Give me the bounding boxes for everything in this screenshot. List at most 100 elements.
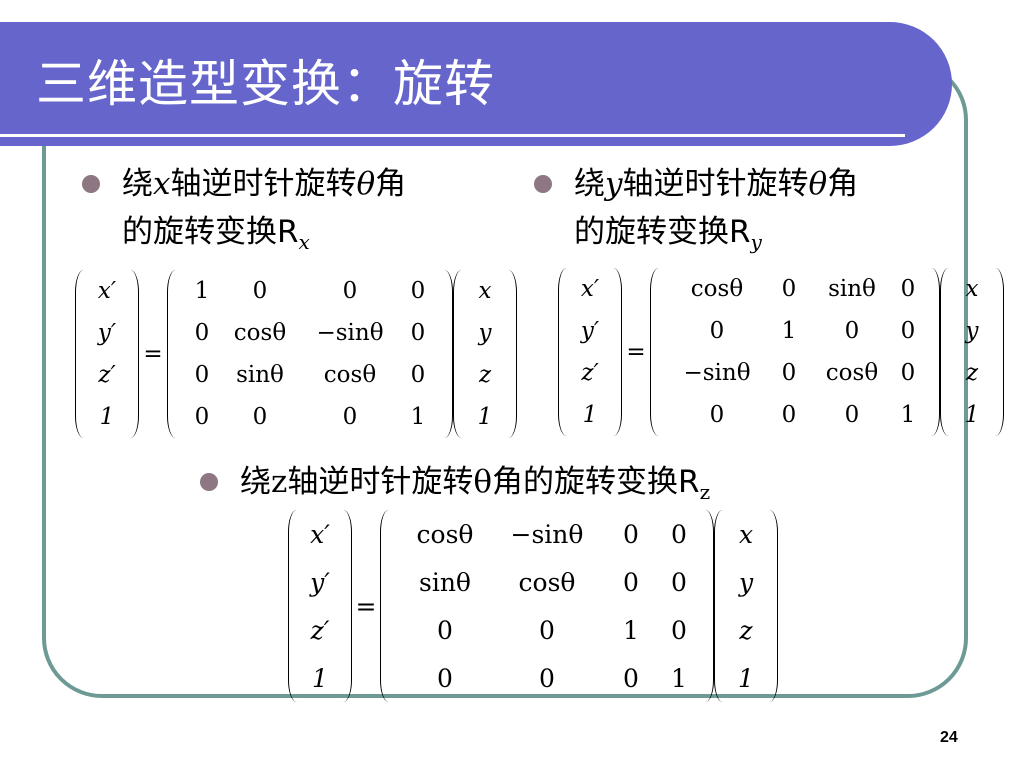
theta-symbol: θ [473, 464, 493, 500]
matrix-cell: cosθ [233, 320, 287, 346]
left-paren [380, 510, 397, 702]
theta-symbol: θ [356, 166, 376, 202]
matrix-cell: sinθ [828, 276, 876, 302]
matrix-cell: x′ [310, 519, 330, 549]
matrix-cell: y [965, 318, 979, 344]
matrix-cell: 1 [582, 402, 598, 428]
matrix-cell: −sinθ [316, 320, 384, 346]
bullet-rotate-z-text: 绕z轴逆时针旋转θ角的旋转变换Rz [240, 458, 710, 516]
matrix-cell: 0 [900, 318, 916, 344]
bullet-text: 角 [827, 166, 859, 202]
matrix-cell: z [478, 362, 492, 388]
matrix-cell: 0 [709, 318, 725, 344]
matrix-cell: z [965, 360, 979, 386]
matrix-cell: cosθ [416, 519, 474, 549]
bullet-rotate-x: 绕x轴逆时针旋转θ角 的旋转变换Rx [82, 160, 406, 266]
matrix-cell: 0 [539, 615, 555, 645]
bullet-text: 轴逆时针旋转 [170, 166, 357, 202]
matrix-cell: 0 [342, 278, 358, 304]
left-paren [714, 510, 731, 702]
matrix-cell: 0 [342, 404, 358, 430]
matrix-cell: 1 [964, 402, 980, 428]
right-paren [761, 510, 778, 702]
matrix-cell: 1 [781, 318, 797, 344]
right-paren [923, 268, 940, 436]
matrix: x′ y′ z′ 1 [75, 270, 139, 438]
matrix-cell: x′ [97, 278, 117, 304]
matrix-cell: 0 [539, 663, 555, 693]
matrix-cell: 0 [194, 320, 210, 346]
theta-symbol: θ [808, 166, 828, 202]
matrix-cell: 0 [781, 360, 797, 386]
matrix-cell: x′ [580, 276, 600, 302]
matrix-cell: 0 [194, 404, 210, 430]
title-underline [0, 134, 905, 137]
matrix-cell: z′ [581, 360, 599, 386]
matrix: x′y′z′1 [288, 510, 352, 702]
axis-symbol: y [605, 166, 623, 202]
left-paren [558, 268, 575, 436]
axis-symbol: z [271, 464, 288, 500]
left-paren [650, 268, 667, 436]
matrix-cell: 0 [194, 362, 210, 388]
bullet-dot-icon [534, 175, 552, 193]
matrix-cell: 1 [99, 404, 115, 430]
matrix-cell: x [478, 278, 492, 304]
matrix-cell: 1 [671, 663, 687, 693]
matrix-cell: cosθ [690, 276, 744, 302]
matrix-cell: 1 [477, 404, 493, 430]
bullet-text: 的旋转变换R [574, 214, 751, 250]
left-paren [288, 510, 305, 702]
matrix-cell: −sinθ [683, 360, 751, 386]
left-paren [453, 270, 470, 438]
matrix-cell: cosθ [825, 360, 879, 386]
matrix-cell: 0 [623, 567, 639, 597]
matrix-cell: 0 [781, 402, 797, 428]
matrix-cell: 1 [623, 615, 639, 645]
matrix-cell: 1 [410, 404, 426, 430]
right-paren [436, 270, 453, 438]
matrix-cell: 0 [671, 567, 687, 597]
matrix-cell: 0 [844, 318, 860, 344]
matrix-cell: 0 [623, 663, 639, 693]
bullet-text: 的旋转变换R [122, 214, 299, 250]
matrix-cell: 0 [410, 362, 426, 388]
matrix-cell: z′ [310, 615, 330, 645]
left-paren [940, 268, 957, 436]
matrix-cell: 1 [194, 278, 210, 304]
axis-symbol: x [153, 166, 171, 202]
matrix-cell: 0 [709, 402, 725, 428]
matrix-cell: sinθ [419, 567, 471, 597]
equals-sign: = [355, 591, 377, 621]
bullet-rotate-x-text: 绕x轴逆时针旋转θ角 的旋转变换Rx [122, 160, 406, 266]
matrix-cell: 1 [738, 663, 754, 693]
matrix-cell: 0 [410, 320, 426, 346]
matrix-cell: 0 [900, 360, 916, 386]
matrix: x′y′z′1 [558, 268, 622, 436]
bullet-rotate-z: 绕z轴逆时针旋转θ角的旋转变换Rz [200, 458, 710, 516]
subscript: z [699, 480, 711, 504]
matrix-cell: 1 [900, 402, 916, 428]
bullet-rotate-y: 绕y轴逆时针旋转θ角 的旋转变换Ry [534, 160, 858, 266]
matrix-cell: 0 [671, 615, 687, 645]
left-paren [75, 270, 92, 438]
right-paren [122, 270, 139, 438]
slide-title: 三维造型变换：旋转 [36, 55, 495, 113]
subscript: x [298, 230, 310, 254]
matrix-cell: 0 [437, 615, 453, 645]
bullet-prefix: 绕 [240, 464, 271, 500]
right-paren [335, 510, 352, 702]
matrix-cell: y′ [97, 320, 117, 346]
matrix-cell: z′ [98, 362, 116, 388]
matrix-cell: 0 [623, 519, 639, 549]
matrix-cell: z [739, 615, 753, 645]
bullet-text: 角 [375, 166, 407, 202]
bullet-rotate-y-text: 绕y轴逆时针旋转θ角 的旋转变换Ry [574, 160, 858, 266]
